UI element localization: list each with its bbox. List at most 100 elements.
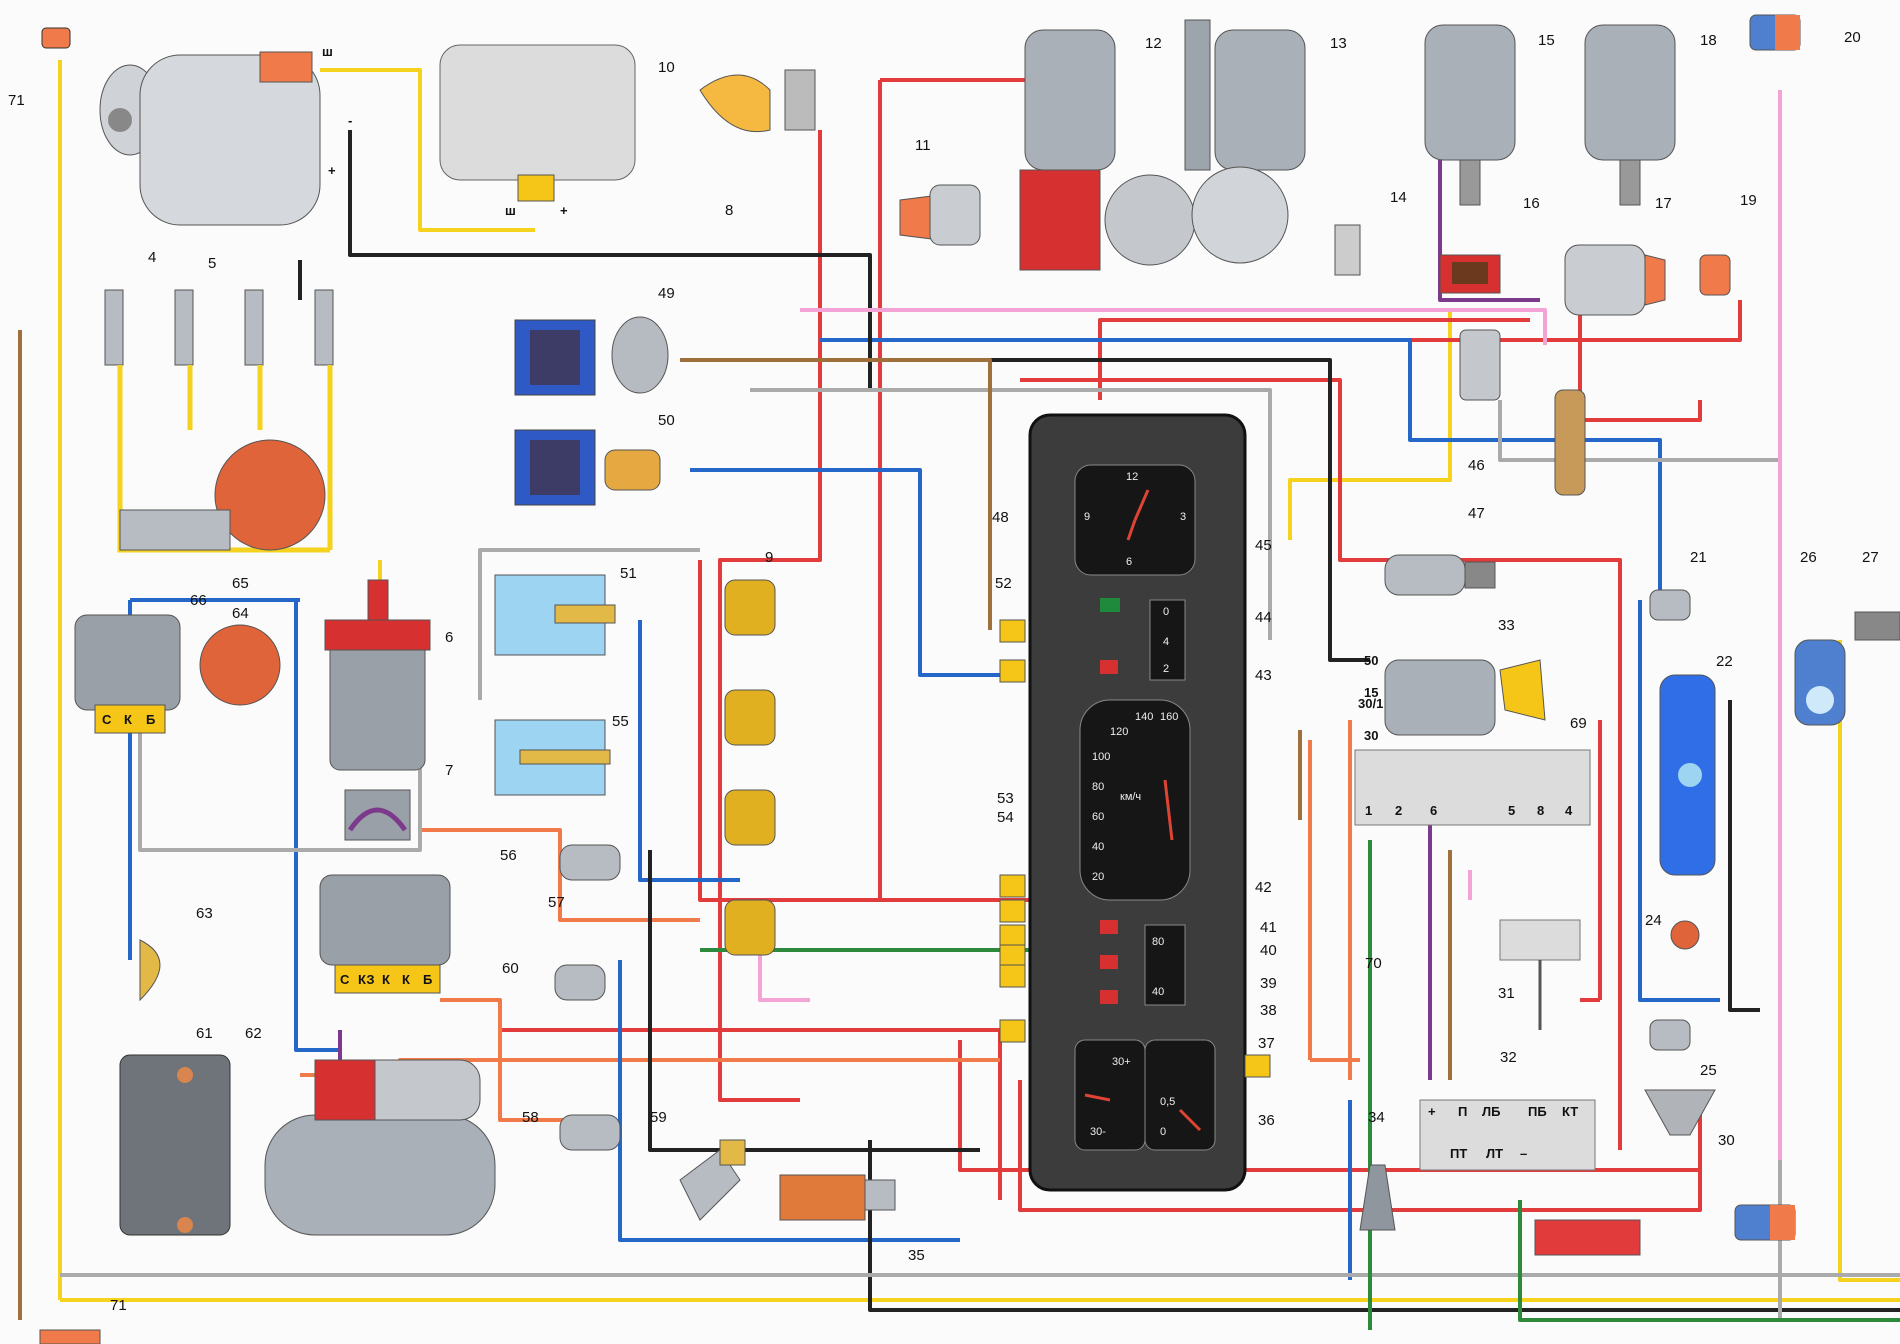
clock-6: 6 <box>1126 556 1132 568</box>
fuse-pin-4: 4 <box>1565 803 1573 818</box>
temp-80: 80 <box>1152 936 1164 948</box>
callout-36: 36 <box>1258 1112 1275 1129</box>
callout-8: 8 <box>725 202 733 219</box>
relay56-pin-b: Б <box>423 972 432 987</box>
clock-9: 9 <box>1084 511 1090 523</box>
switch33-30: 30 <box>1364 728 1378 743</box>
fuel-level-sensor <box>494 719 611 796</box>
door-switch-21 <box>1649 589 1691 621</box>
callout-27: 27 <box>1862 549 1879 566</box>
fuse-pin-5: 5 <box>1508 803 1515 818</box>
callout-50: 50 <box>658 412 675 429</box>
sw32-plus: + <box>1428 1104 1436 1119</box>
callout-49: 49 <box>658 285 675 302</box>
callout-9: 9 <box>765 549 773 566</box>
speed-160: 160 <box>1160 711 1178 723</box>
callout-6: 6 <box>445 629 453 646</box>
callout-53: 53 <box>997 790 1014 807</box>
heater-motor <box>1424 24 1516 206</box>
callout-22: 22 <box>1716 653 1733 670</box>
starter <box>264 1059 496 1236</box>
fuel-4: 4 <box>1163 636 1169 648</box>
stop-light-switch <box>1534 1089 1716 1256</box>
fuse-relays <box>724 579 776 956</box>
gen-minus-label: - <box>348 113 352 128</box>
switch33-301: 30/1 <box>1358 696 1383 711</box>
side-lamp-bottom-left <box>39 1329 101 1344</box>
speed-40: 40 <box>1092 841 1104 853</box>
callout-17: 17 <box>1655 195 1672 212</box>
callout-44: 44 <box>1255 609 1272 626</box>
fan-switch <box>1564 244 1666 316</box>
brake-fluid-switch <box>559 1114 621 1151</box>
callout-37: 37 <box>1258 1035 1275 1052</box>
callout-12: 12 <box>1145 35 1162 52</box>
horn <box>139 939 161 1002</box>
callout-69: 69 <box>1570 715 1587 732</box>
callout-55: 55 <box>612 713 629 730</box>
fuel-2: 2 <box>1163 663 1169 675</box>
callout-52: 52 <box>995 575 1012 592</box>
callout-63: 63 <box>196 905 213 922</box>
relay-34 <box>1359 1164 1396 1231</box>
callout-11: 11 <box>915 137 931 154</box>
headlamp <box>1659 674 1716 876</box>
relay-66: С К Б <box>74 614 181 734</box>
relay56-pin-kz: КЗ <box>358 972 375 987</box>
callout-numbers: 71 4 10 8 12 11 13 14 15 16 17 18 19 20 … <box>8 29 1879 1314</box>
fuse-pin-6: 6 <box>1430 803 1437 818</box>
fuel-0: 0 <box>1163 606 1169 618</box>
door-switch-25 <box>1649 1019 1691 1051</box>
relay66-pin-k: К <box>124 712 132 727</box>
coolant-temp-sensor <box>494 574 616 656</box>
reg-sh-label: ш <box>505 203 516 218</box>
oil-pressure-sensor <box>514 316 669 396</box>
fan-motor <box>1584 24 1676 206</box>
relay66-pin-s: С <box>102 712 112 727</box>
callout-65: 65 <box>232 575 249 592</box>
turn-signal-relay <box>1499 919 1581 1030</box>
relay56-pin-s: С <box>340 972 350 987</box>
switch33-50: 50 <box>1364 653 1378 668</box>
reg-plus-label: + <box>560 203 568 218</box>
headlight-switch-35 <box>779 1174 896 1221</box>
callout-34: 34 <box>1368 1109 1385 1126</box>
rear-window-switch <box>1699 254 1731 296</box>
fuse-pin-1: 1 <box>1365 803 1372 818</box>
speed-20: 20 <box>1092 871 1104 883</box>
fuse-pin-2: 2 <box>1395 803 1402 818</box>
fuse-block: 1 2 6 5 8 4 <box>1354 749 1591 826</box>
callout-46: 46 <box>1468 457 1485 474</box>
sw32-minus: – <box>1520 1146 1527 1161</box>
callout-59: 59 <box>650 1109 667 1126</box>
fuse-pin-8: 8 <box>1537 803 1544 818</box>
callout-42: 42 <box>1255 879 1272 896</box>
door-switch <box>554 964 606 1001</box>
callout-16: 16 <box>1523 195 1540 212</box>
callout-64: 64 <box>232 605 249 622</box>
callout-51: 51 <box>620 565 637 582</box>
speed-unit: км/ч <box>1120 791 1141 803</box>
ignition-coil <box>324 579 431 771</box>
callout-43: 43 <box>1255 667 1272 684</box>
callout-60: 60 <box>502 960 519 977</box>
callout-20: 20 <box>1844 29 1861 46</box>
callout-70: 70 <box>1365 955 1382 972</box>
callout-45: 45 <box>1255 537 1272 554</box>
reverse-light-switch <box>559 844 621 881</box>
callout-25: 25 <box>1700 1062 1717 1079</box>
pressure-0: 0 <box>1160 1126 1166 1138</box>
callout-26: 26 <box>1800 549 1817 566</box>
callout-19: 19 <box>1740 192 1757 209</box>
relay56-pin-k1: К <box>382 972 390 987</box>
callout-13: 13 <box>1330 35 1347 52</box>
sound-signal <box>1670 920 1700 950</box>
wiper-motor-front <box>1019 29 1196 271</box>
heater-switch <box>1334 224 1361 276</box>
callout-5: 5 <box>208 255 216 272</box>
callout-33: 33 <box>1498 617 1515 634</box>
switch33-15: 15 <box>1364 685 1378 700</box>
callout-30: 30 <box>1718 1132 1735 1149</box>
temp-40: 40 <box>1152 986 1164 998</box>
callout-39: 39 <box>1260 975 1277 992</box>
